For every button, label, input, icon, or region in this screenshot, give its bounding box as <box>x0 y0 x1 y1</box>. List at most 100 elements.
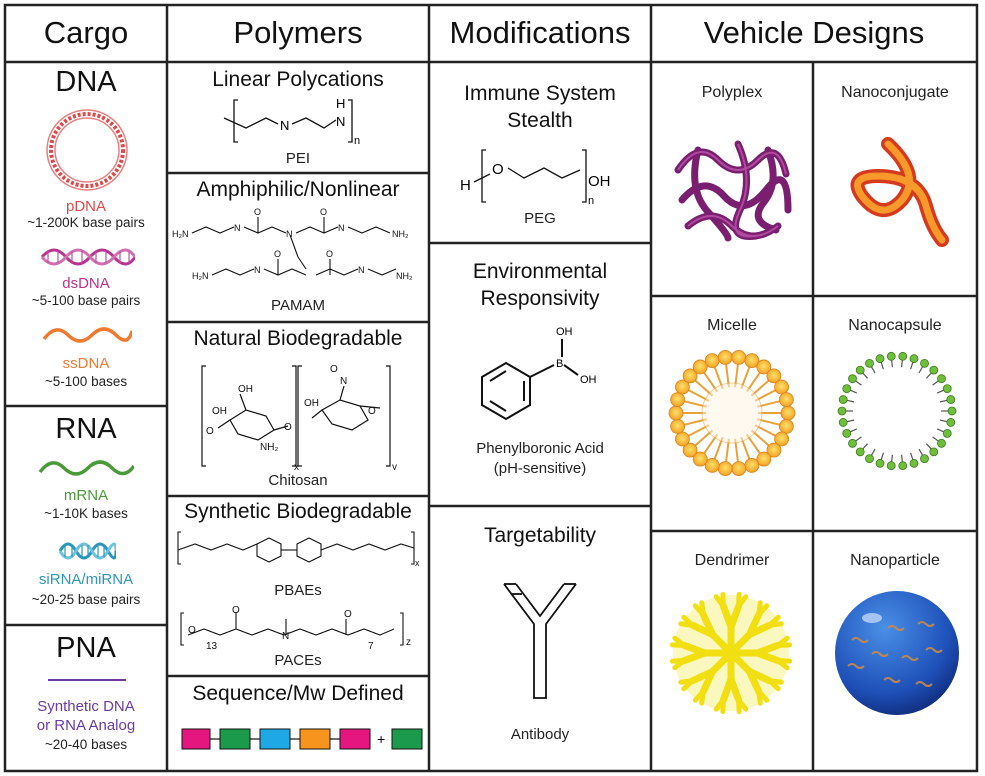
header-vehicle-designs: Vehicle Designs <box>703 15 925 50</box>
chitosan-o-4: O <box>368 406 376 417</box>
sequence-block-1 <box>181 728 211 750</box>
sequence-block-6 <box>391 728 423 750</box>
capsule-head <box>929 447 939 457</box>
header-cargo: Cargo <box>43 15 129 50</box>
dendrimer-branch <box>713 697 726 712</box>
capsule-head <box>920 358 929 368</box>
dendrimer-branch <box>719 675 735 704</box>
dendrimer-branch <box>756 603 770 618</box>
sequence-block-3 <box>259 728 291 750</box>
capsule-head <box>909 458 919 468</box>
micelle-head <box>717 350 733 365</box>
capsule-head <box>842 428 852 438</box>
capsule-head <box>875 458 885 468</box>
dendrimer-branch <box>745 621 773 639</box>
pace-label: PACEs <box>274 652 322 669</box>
capsule-head <box>838 418 848 427</box>
pamam-n-2: N <box>286 229 293 239</box>
micelle-head <box>717 461 733 476</box>
micelle-head <box>704 457 720 473</box>
pei-label: PEI <box>285 150 311 167</box>
micelle-head <box>731 461 747 476</box>
capsule-head <box>946 395 956 404</box>
micelle-head <box>778 392 794 407</box>
env-title-1: Environmental <box>472 260 608 283</box>
stealth-title-1: Immune System <box>464 82 616 105</box>
capsule-head <box>875 354 885 364</box>
dna-title: DNA <box>55 66 117 98</box>
natural-biodegradable-title: Natural Biodegradable <box>193 327 403 350</box>
pace-o-2: O <box>232 605 240 616</box>
pamam-structure: H₂N N O N O N NH₂ H₂N N O O N NH₂ <box>172 207 413 281</box>
capsule-head <box>947 406 957 416</box>
targetability-title: Targetability <box>483 524 597 547</box>
pace-o-3: O <box>344 609 352 620</box>
header-modifications: Modifications <box>449 15 631 50</box>
pna-label-1: Synthetic DNA <box>37 698 135 715</box>
micelle-head <box>668 405 684 421</box>
dendrimer-branch <box>699 611 717 639</box>
micelle-head <box>682 368 698 384</box>
dendrimer-branch <box>753 649 782 665</box>
chitosan-structure: O OH OH NH₂ O N OH O O x y <box>201 364 397 470</box>
chitosan-oh-1: OH <box>238 384 253 395</box>
mrna-label: mRNA <box>63 487 109 504</box>
micelle-head <box>778 419 794 434</box>
micelle-head <box>675 431 690 447</box>
sirna-desc: ~20-25 base pairs <box>31 592 141 607</box>
pna-icon <box>48 679 126 681</box>
capsule-head <box>855 447 865 457</box>
capsule-head <box>886 351 896 361</box>
micelle-head <box>756 359 772 375</box>
linear-polycations-title: Linear Polycations <box>212 68 384 91</box>
capsule-head <box>848 374 857 384</box>
chitosan-n: N <box>340 376 347 387</box>
micelle-head <box>744 353 760 369</box>
dendrimer-branch <box>727 631 753 657</box>
pamam-n-1: N <box>234 223 241 233</box>
micelle-head <box>774 431 789 447</box>
dendrimer-branch <box>766 621 784 628</box>
pei-n1: N <box>280 118 289 133</box>
capsule-head <box>848 438 857 448</box>
dendrimer-branch <box>672 635 687 648</box>
polyplex-label: Polyplex <box>701 84 763 101</box>
pbae-sub-x: x <box>415 558 420 568</box>
nanoconjugate-icon <box>850 137 949 247</box>
nanocapsule-icon <box>837 351 957 471</box>
sirna-label: siRNA/miRNA <box>38 571 134 588</box>
capsule-head <box>929 365 939 375</box>
pamam-nh2-1: NH₂ <box>392 229 409 239</box>
pace-o-1: O <box>188 625 196 636</box>
pba-label-2: (pH-sensitive) <box>493 460 587 477</box>
micelle-head <box>704 353 720 369</box>
pamam-o-3: O <box>274 249 281 259</box>
pba-label-1: Phenylboronic Acid <box>476 440 604 457</box>
micelle-head <box>731 350 747 365</box>
dsdna-label: dsDNA <box>62 275 110 292</box>
micelle-head <box>744 457 760 473</box>
micelle-head <box>766 368 782 384</box>
capsule-head <box>942 384 952 394</box>
peg-label: PEG <box>524 210 556 227</box>
capsule-head <box>937 438 946 448</box>
sequence-block-5 <box>339 728 371 750</box>
pamam-o-4: O <box>326 249 333 259</box>
env-title-2: Responsivity <box>480 287 600 310</box>
pdna-label: pDNA <box>65 198 106 215</box>
antibody-label: Antibody <box>510 726 570 743</box>
nanoconjugate-label: Nanoconjugate <box>841 84 949 101</box>
pei-n2: N <box>336 114 345 129</box>
pamam-h2n-1: H₂N <box>172 229 189 239</box>
peg-h: H <box>460 177 471 194</box>
pna-desc: ~20-40 bases <box>44 737 128 752</box>
dendrimer-branch <box>727 602 743 631</box>
dendrimer-branch <box>680 641 709 657</box>
header-polymers: Polymers <box>233 15 363 50</box>
micelle-label: Micelle <box>707 317 757 334</box>
capsule-head <box>865 358 874 368</box>
peg-o: O <box>492 161 504 178</box>
micelle-head <box>780 405 796 421</box>
sequence-plus: + <box>377 731 385 747</box>
capsule-head <box>886 461 896 471</box>
